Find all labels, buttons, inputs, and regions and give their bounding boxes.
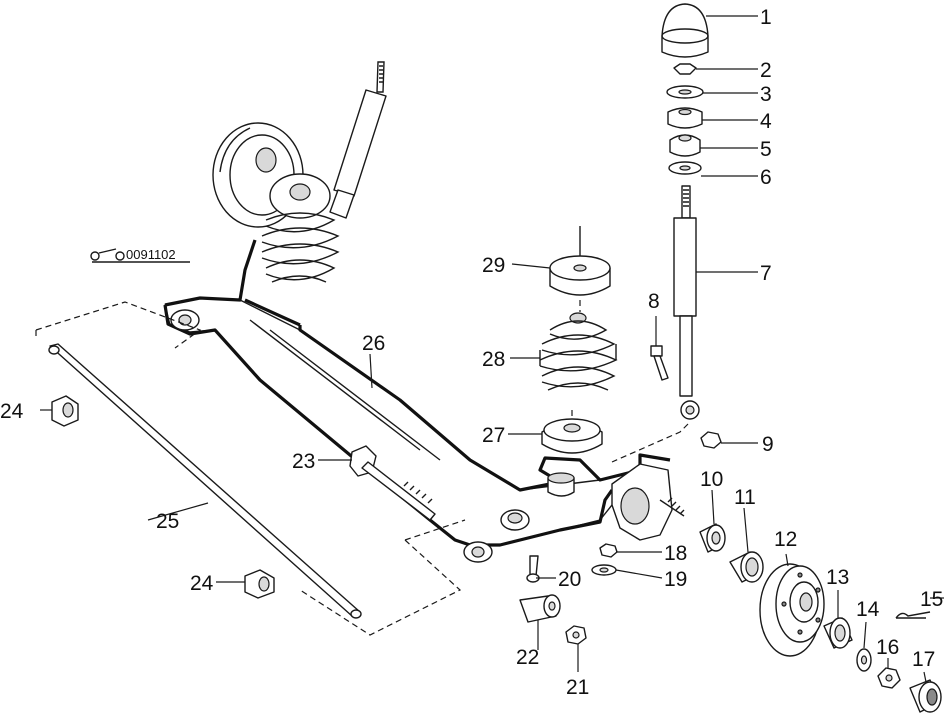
inner-bearing — [699, 523, 726, 553]
callout-29: 29 — [482, 254, 505, 277]
callout-numbers: 1 2 3 4 5 6 7 8 9 10 11 12 13 14 15 16 1… — [0, 6, 943, 699]
callout-24a: 24 — [0, 400, 24, 423]
callout-12: 12 — [774, 528, 797, 551]
inner-bearing-race — [729, 551, 764, 583]
pivot-nut — [565, 625, 587, 645]
right-brake-backing-bracket — [611, 463, 685, 541]
callout-22: 22 — [516, 646, 539, 669]
callout-26: 26 — [362, 332, 385, 355]
right-shock-absorber — [611, 185, 700, 463]
reference-code-marker: 0091102 — [90, 247, 190, 263]
outer-bearing — [823, 617, 853, 649]
axle-pivot-bushing — [519, 594, 561, 623]
callout-17: 17 — [912, 648, 935, 671]
leader-lines — [40, 15, 944, 683]
callout-25: 25 — [156, 510, 179, 533]
callout-7: 7 — [760, 262, 772, 285]
callout-27: 27 — [482, 424, 505, 447]
callout-14: 14 — [856, 598, 880, 621]
hub-nut — [877, 667, 901, 689]
upper-nut — [673, 63, 697, 75]
spring-upper-rubber-seat — [549, 226, 611, 312]
lower-rubber-bushing — [669, 134, 701, 157]
stabilizer-bar-box — [35, 301, 466, 636]
pivot-bolt — [349, 445, 436, 521]
callout-1: 1 — [760, 6, 772, 29]
shock-nut — [700, 431, 722, 449]
callout-20: 20 — [558, 568, 581, 591]
callout-8: 8 — [648, 290, 660, 313]
callout-28: 28 — [482, 348, 505, 371]
callout-6: 6 — [760, 166, 772, 189]
lower-washer — [668, 161, 702, 175]
upper-washer — [666, 85, 704, 99]
bump-stop-cap — [661, 3, 709, 58]
left-shock-absorber — [329, 61, 387, 219]
callout-2: 2 — [760, 59, 772, 82]
callout-5: 5 — [760, 138, 772, 161]
hub-dust-cap — [909, 679, 942, 713]
bracket-nut — [599, 543, 618, 558]
spring-lower-seat — [541, 410, 603, 454]
shock-bolt — [650, 345, 669, 381]
reference-code: 0091102 — [126, 247, 176, 262]
brake-drum-hub — [759, 563, 825, 657]
bracket-washer — [591, 564, 617, 576]
callout-15: 15 — [920, 588, 943, 611]
callout-11: 11 — [734, 486, 756, 509]
callout-21: 21 — [566, 676, 589, 699]
callout-3: 3 — [760, 83, 772, 106]
bracket-bolt — [526, 555, 540, 583]
callout-24b: 24 — [190, 572, 214, 595]
upper-rubber-bushing — [667, 107, 703, 129]
callout-13: 13 — [826, 566, 849, 589]
callout-10: 10 — [700, 468, 723, 491]
cotter-pin — [895, 611, 931, 619]
callout-4: 4 — [760, 110, 772, 133]
center-coil-spring — [539, 312, 618, 391]
thrust-washer — [856, 648, 872, 672]
left-coil-spring — [261, 173, 340, 283]
stabilizer-bushing-upper — [51, 395, 79, 427]
callout-19: 19 — [664, 568, 687, 591]
callout-16: 16 — [876, 636, 899, 659]
callout-23: 23 — [292, 450, 315, 473]
callout-9: 9 — [762, 433, 774, 456]
callout-18: 18 — [664, 542, 687, 565]
stabilizer-bushing-lower — [244, 569, 275, 599]
